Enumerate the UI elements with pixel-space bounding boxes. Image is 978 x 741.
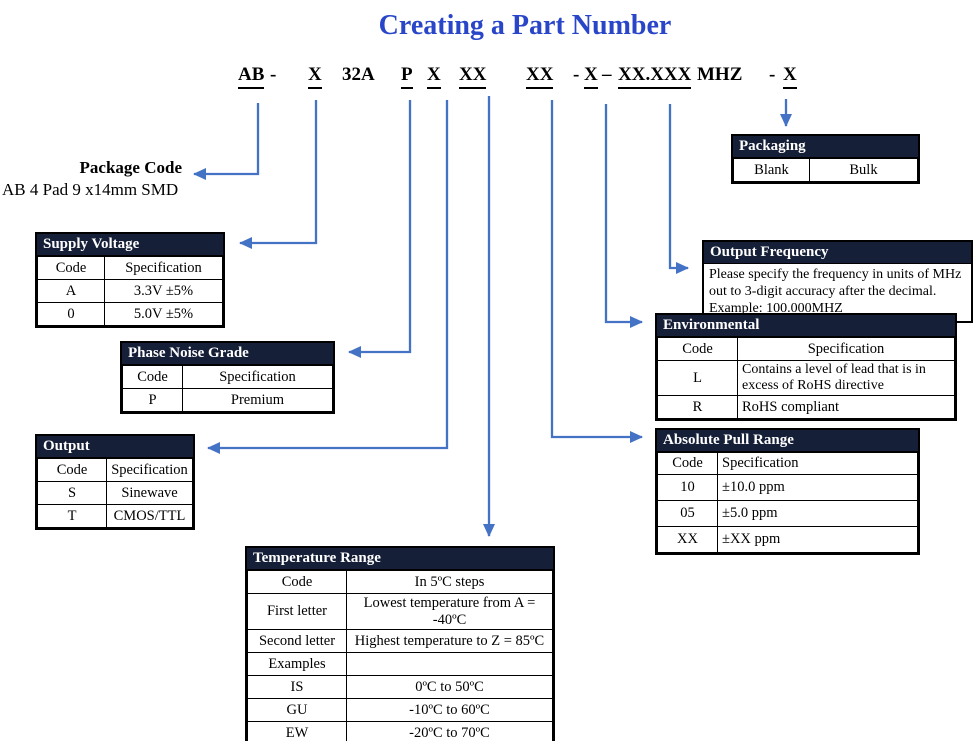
arrow-absolute-pull-range [550, 100, 643, 443]
table-cell: -20ºC to 70ºC [346, 721, 553, 741]
table-cell: 05 [657, 500, 718, 527]
part-segment-mhz: MHZ [697, 64, 743, 85]
arrow-package-code [193, 103, 260, 180]
table-cell: First letter [247, 592, 347, 631]
packaging-table-title: Packaging [733, 136, 918, 158]
part-segment-packaging: X [783, 64, 797, 89]
package-code-description: AB 4 Pad 9 x14mm SMD [2, 180, 179, 199]
arrow-phase-noise [348, 100, 412, 358]
supply-voltage-table-title: Supply Voltage [37, 234, 223, 256]
table-cell: R [657, 395, 738, 420]
column-header: Specification [737, 337, 955, 361]
table-cell: GU [247, 698, 347, 723]
output-table: Output Code Specification S Sinewave T C… [35, 434, 195, 530]
table-cell: Second letter [247, 629, 347, 654]
table-cell: L [657, 359, 738, 397]
part-segment-supply-voltage: X [308, 64, 322, 89]
table-cell: In 5ºC steps [346, 570, 553, 594]
table-cell: 0ºC to 50ºC [346, 675, 553, 700]
part-segment-dash-3: - [769, 64, 776, 85]
output-frequency-box: Output Frequency Please specify the freq… [702, 240, 973, 323]
output-frequency-line: out to 3-digit accuracy after the decima… [709, 284, 937, 299]
column-header: Specification [717, 452, 918, 475]
table-cell: ±5.0 ppm [717, 500, 918, 527]
table-cell: P [122, 388, 183, 412]
output-frequency-body: Please specify the frequency in units of… [704, 264, 971, 321]
output-frequency-line: Please specify the frequency in units of… [709, 267, 962, 282]
table-cell: Lowest temperature from A = -40ºC [346, 592, 553, 631]
column-header: Code [37, 458, 107, 482]
table-cell: A [37, 279, 105, 303]
output-table-title: Output [37, 436, 193, 458]
table-cell: Sinewave [106, 481, 193, 505]
arrow-output-frequency [668, 104, 689, 274]
environmental-table-title: Environmental [657, 315, 955, 337]
table-cell: 0 [37, 302, 105, 326]
package-code-label: Package Code [79, 158, 182, 177]
table-cell: 10 [657, 474, 718, 501]
temperature-range-table-title: Temperature Range [247, 548, 553, 570]
table-cell: EW [247, 721, 347, 741]
table-cell: T [37, 504, 107, 528]
part-segment-temperature: XX [459, 64, 487, 89]
table-cell: ±XX ppm [717, 526, 918, 553]
part-segment-pull-range: XX [526, 64, 554, 89]
column-header: Code [37, 256, 105, 280]
part-segment-endash: – [602, 64, 612, 85]
absolute-pull-range-table-title: Absolute Pull Range [657, 430, 918, 452]
table-cell: Highest temperature to Z = 85ºC [346, 629, 553, 654]
packaging-table: Packaging Blank Bulk [731, 134, 920, 184]
part-segment-package-code: AB [238, 64, 265, 89]
part-segment-dash-1: - [270, 64, 277, 85]
table-cell: Code [247, 570, 347, 594]
part-segment-phase-noise: P [401, 64, 413, 89]
page-title: Creating a Part Number [378, 10, 672, 41]
column-header: Code [657, 452, 718, 475]
table-cell: -10ºC to 60ºC [346, 698, 553, 723]
table-cell: ±10.0 ppm [717, 474, 918, 501]
output-frequency-box-title: Output Frequency [704, 242, 971, 264]
supply-voltage-table: Supply Voltage Code Specification A 3.3V… [35, 232, 225, 328]
output-frequency-line: Example: 100.000MHZ [709, 301, 843, 316]
table-cell: IS [247, 675, 347, 700]
table-cell: Blank [733, 158, 810, 182]
part-segment-output: X [427, 64, 441, 89]
table-cell: XX [657, 526, 718, 553]
environmental-table: Environmental Code Specification L Conta… [655, 313, 957, 422]
column-header: Code [657, 337, 738, 361]
column-header: Specification [104, 256, 223, 280]
table-cell: 5.0V ±5% [104, 302, 223, 326]
column-header: Specification [106, 458, 193, 482]
part-segment-32a: 32A [342, 64, 375, 85]
table-cell: S [37, 481, 107, 505]
absolute-pull-range-table: Absolute Pull Range Code Specification 1… [655, 428, 920, 555]
arrow-supply-voltage [239, 100, 318, 249]
arrow-environmental [604, 104, 643, 328]
table-cell: Premium [182, 388, 333, 412]
table-cell [346, 652, 553, 677]
part-segment-dash-2: - [573, 64, 580, 85]
part-segment-environmental: X [584, 64, 598, 89]
table-cell: Contains a level of lead that is in exce… [737, 359, 955, 397]
phase-noise-grade-table: Phase Noise Grade Code Specification P P… [120, 341, 335, 414]
column-header: Specification [182, 365, 333, 389]
column-header: Code [122, 365, 183, 389]
table-cell: CMOS/TTL [106, 504, 193, 528]
part-segment-frequency: XX.XXX [618, 64, 692, 89]
table-cell: RoHS compliant [737, 395, 955, 420]
temperature-range-table: Temperature Range Code In 5ºC steps Firs… [245, 546, 555, 741]
phase-noise-grade-table-title: Phase Noise Grade [122, 343, 333, 365]
table-cell: 3.3V ±5% [104, 279, 223, 303]
table-cell: Examples [247, 652, 347, 677]
table-cell: Bulk [809, 158, 918, 182]
